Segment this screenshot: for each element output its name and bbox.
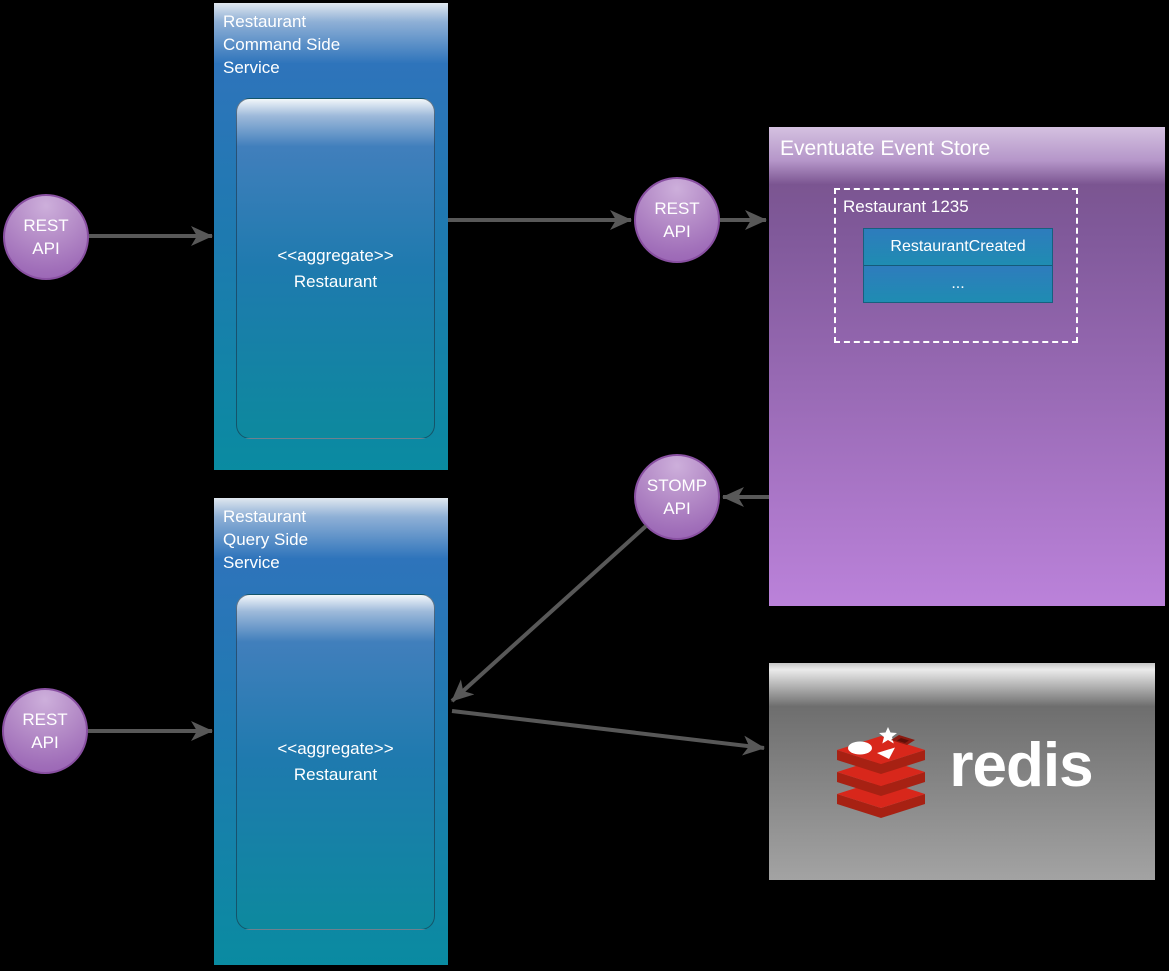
restaurant-command-side-service-box: Restaurant Command Side Service <<aggreg…	[214, 3, 448, 470]
command-aggregate-label: <<aggregate>> Restaurant	[277, 245, 394, 291]
event-store-title: Eventuate Event Store	[780, 137, 991, 160]
stomp-api-line1: STOMP	[646, 476, 708, 495]
eventuate-event-store-box: Eventuate Event Store Restaurant 1235 Re…	[769, 127, 1165, 606]
rest-api-line1: REST	[23, 216, 69, 235]
rest-api-command-client-node: REST API	[3, 194, 89, 280]
event-rows: RestaurantCreated ...	[863, 228, 1053, 303]
command-aggregate-box: <<aggregate>> Restaurant	[236, 98, 435, 439]
stomp-api-node: STOMP API	[634, 454, 720, 540]
query-service-title: Restaurant Query Side Service	[223, 507, 309, 572]
redis-box: redis	[769, 663, 1155, 880]
rest-api-line2: API	[663, 222, 691, 241]
command-service-title: Restaurant Command Side Service	[223, 12, 341, 77]
rest-api-event-store-node: REST API	[634, 177, 720, 263]
event-row-more: ...	[864, 265, 1052, 302]
rest-api-query-client-node: REST API	[2, 688, 88, 774]
restaurant-query-side-service-box: Restaurant Query Side Service <<aggregat…	[214, 498, 448, 965]
stomp-api-line2: API	[663, 499, 691, 518]
redis-logo-icon	[837, 726, 926, 818]
query-aggregate-label: <<aggregate>> Restaurant	[277, 739, 394, 784]
arrow-query-service-to-redis	[451, 709, 765, 756]
event-stream-title: Restaurant 1235	[843, 197, 969, 216]
rest-api-line2: API	[31, 733, 59, 752]
arrow-stomp-to-query-service	[450, 524, 648, 703]
rest-api-line1: REST	[654, 199, 700, 218]
event-row-restaurant-created: RestaurantCreated	[864, 229, 1052, 265]
rest-api-line2: API	[32, 239, 60, 258]
redis-wordmark: redis	[949, 731, 1093, 800]
query-aggregate-box: <<aggregate>> Restaurant	[236, 594, 435, 930]
rest-api-line1: REST	[22, 710, 68, 729]
event-stream-box: Restaurant 1235 RestaurantCreated ...	[834, 188, 1078, 343]
